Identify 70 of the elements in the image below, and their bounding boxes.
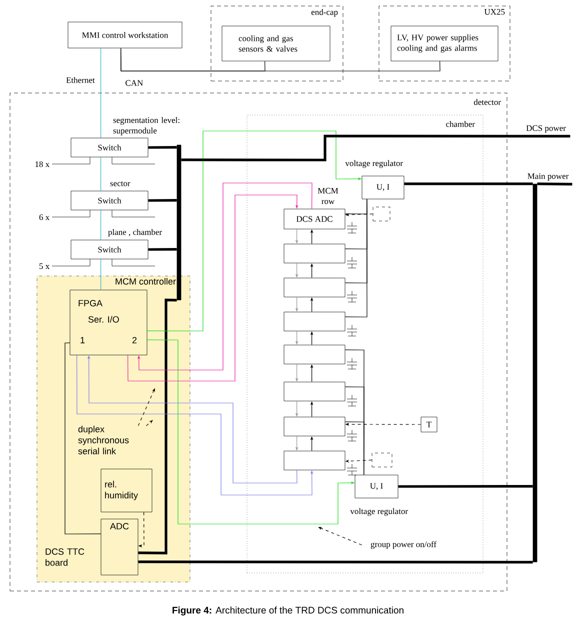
box-heading: detector bbox=[474, 99, 501, 105]
text-label: 2 bbox=[132, 337, 137, 344]
power-line bbox=[138, 298, 177, 554]
connector-line bbox=[64, 342, 102, 534]
text-label: DCS power bbox=[526, 125, 566, 133]
regulator-box: U, I bbox=[354, 474, 398, 498]
leader-line bbox=[146, 420, 153, 426]
mcm-box bbox=[284, 244, 346, 264]
power-line bbox=[181, 134, 570, 162]
box-heading: end-cap bbox=[311, 9, 338, 17]
workstation-box: MMI control workstation bbox=[68, 22, 182, 48]
arrow bbox=[137, 182, 312, 370]
text-label: DCS TTC board bbox=[46, 548, 84, 566]
leader-line bbox=[138, 388, 155, 426]
mcm-box bbox=[284, 312, 346, 332]
text-label: Ser. I/O bbox=[88, 316, 119, 323]
power-line bbox=[138, 560, 533, 564]
box-heading: UX25 bbox=[484, 9, 505, 15]
arrow bbox=[128, 194, 298, 382]
text-label: 18 x bbox=[35, 161, 50, 168]
box-heading: chamber bbox=[446, 121, 475, 127]
text-label: sector bbox=[110, 181, 130, 186]
power-line bbox=[398, 485, 533, 488]
connector-line bbox=[120, 48, 440, 72]
text-label: 5 x bbox=[39, 263, 50, 270]
connector-line bbox=[100, 258, 102, 290]
connector-line bbox=[344, 198, 368, 318]
power-line bbox=[148, 146, 177, 149]
process-box: cooling and gas sensors & valves bbox=[222, 26, 330, 62]
sensor-box: T bbox=[420, 416, 438, 432]
connector-line bbox=[344, 422, 364, 476]
edge-label: CAN bbox=[124, 79, 144, 87]
mcm-box: DCS ADC bbox=[284, 208, 346, 230]
text-label: ADC bbox=[110, 523, 129, 530]
mcm-box bbox=[284, 382, 346, 402]
switch-box: Switch bbox=[70, 240, 148, 260]
power-line bbox=[404, 182, 533, 186]
text-label: voltage regulator bbox=[345, 160, 403, 168]
connector-line bbox=[100, 156, 102, 192]
text-label: FPGA bbox=[78, 300, 102, 306]
bus-bar bbox=[176, 144, 182, 300]
text-label: MCM controller bbox=[116, 278, 176, 285]
sensor-box bbox=[372, 452, 392, 468]
power-line bbox=[537, 182, 572, 186]
connector-line bbox=[100, 48, 102, 138]
switch-box: Switch bbox=[70, 190, 148, 210]
bus-bar bbox=[532, 184, 538, 562]
text-label: 1 bbox=[80, 337, 85, 344]
power-line bbox=[148, 248, 177, 251]
mcm-box bbox=[284, 450, 346, 470]
sensor-box: rel. humidity bbox=[100, 468, 152, 512]
switch-box: Switch bbox=[70, 138, 148, 158]
caption: Figure 4: Architecture of the TRD DCS communication bbox=[172, 606, 404, 616]
text-label: plane , chamber bbox=[108, 228, 162, 237]
text-label: duplex synchronous serial link bbox=[78, 426, 129, 454]
mcm-box bbox=[284, 278, 346, 298]
text-label: MCM row bbox=[318, 188, 338, 204]
text-label: 6 x bbox=[39, 214, 50, 220]
text-label: Main power bbox=[528, 173, 569, 181]
process-box: LV, HV power supplies cooling and gas alarms bbox=[390, 26, 498, 62]
edge-label: Ethernet bbox=[65, 76, 96, 84]
connector-line bbox=[100, 210, 102, 240]
power-line bbox=[148, 199, 177, 202]
mcm-box bbox=[284, 416, 346, 436]
text-label: group power on/off bbox=[370, 541, 436, 549]
mcm-box bbox=[284, 344, 346, 364]
text-label: segmentation level: supermodule bbox=[113, 117, 180, 136]
regulator-box: U, I bbox=[362, 176, 404, 200]
sensor-box bbox=[372, 206, 390, 222]
text-label: voltage regulator bbox=[350, 508, 408, 516]
